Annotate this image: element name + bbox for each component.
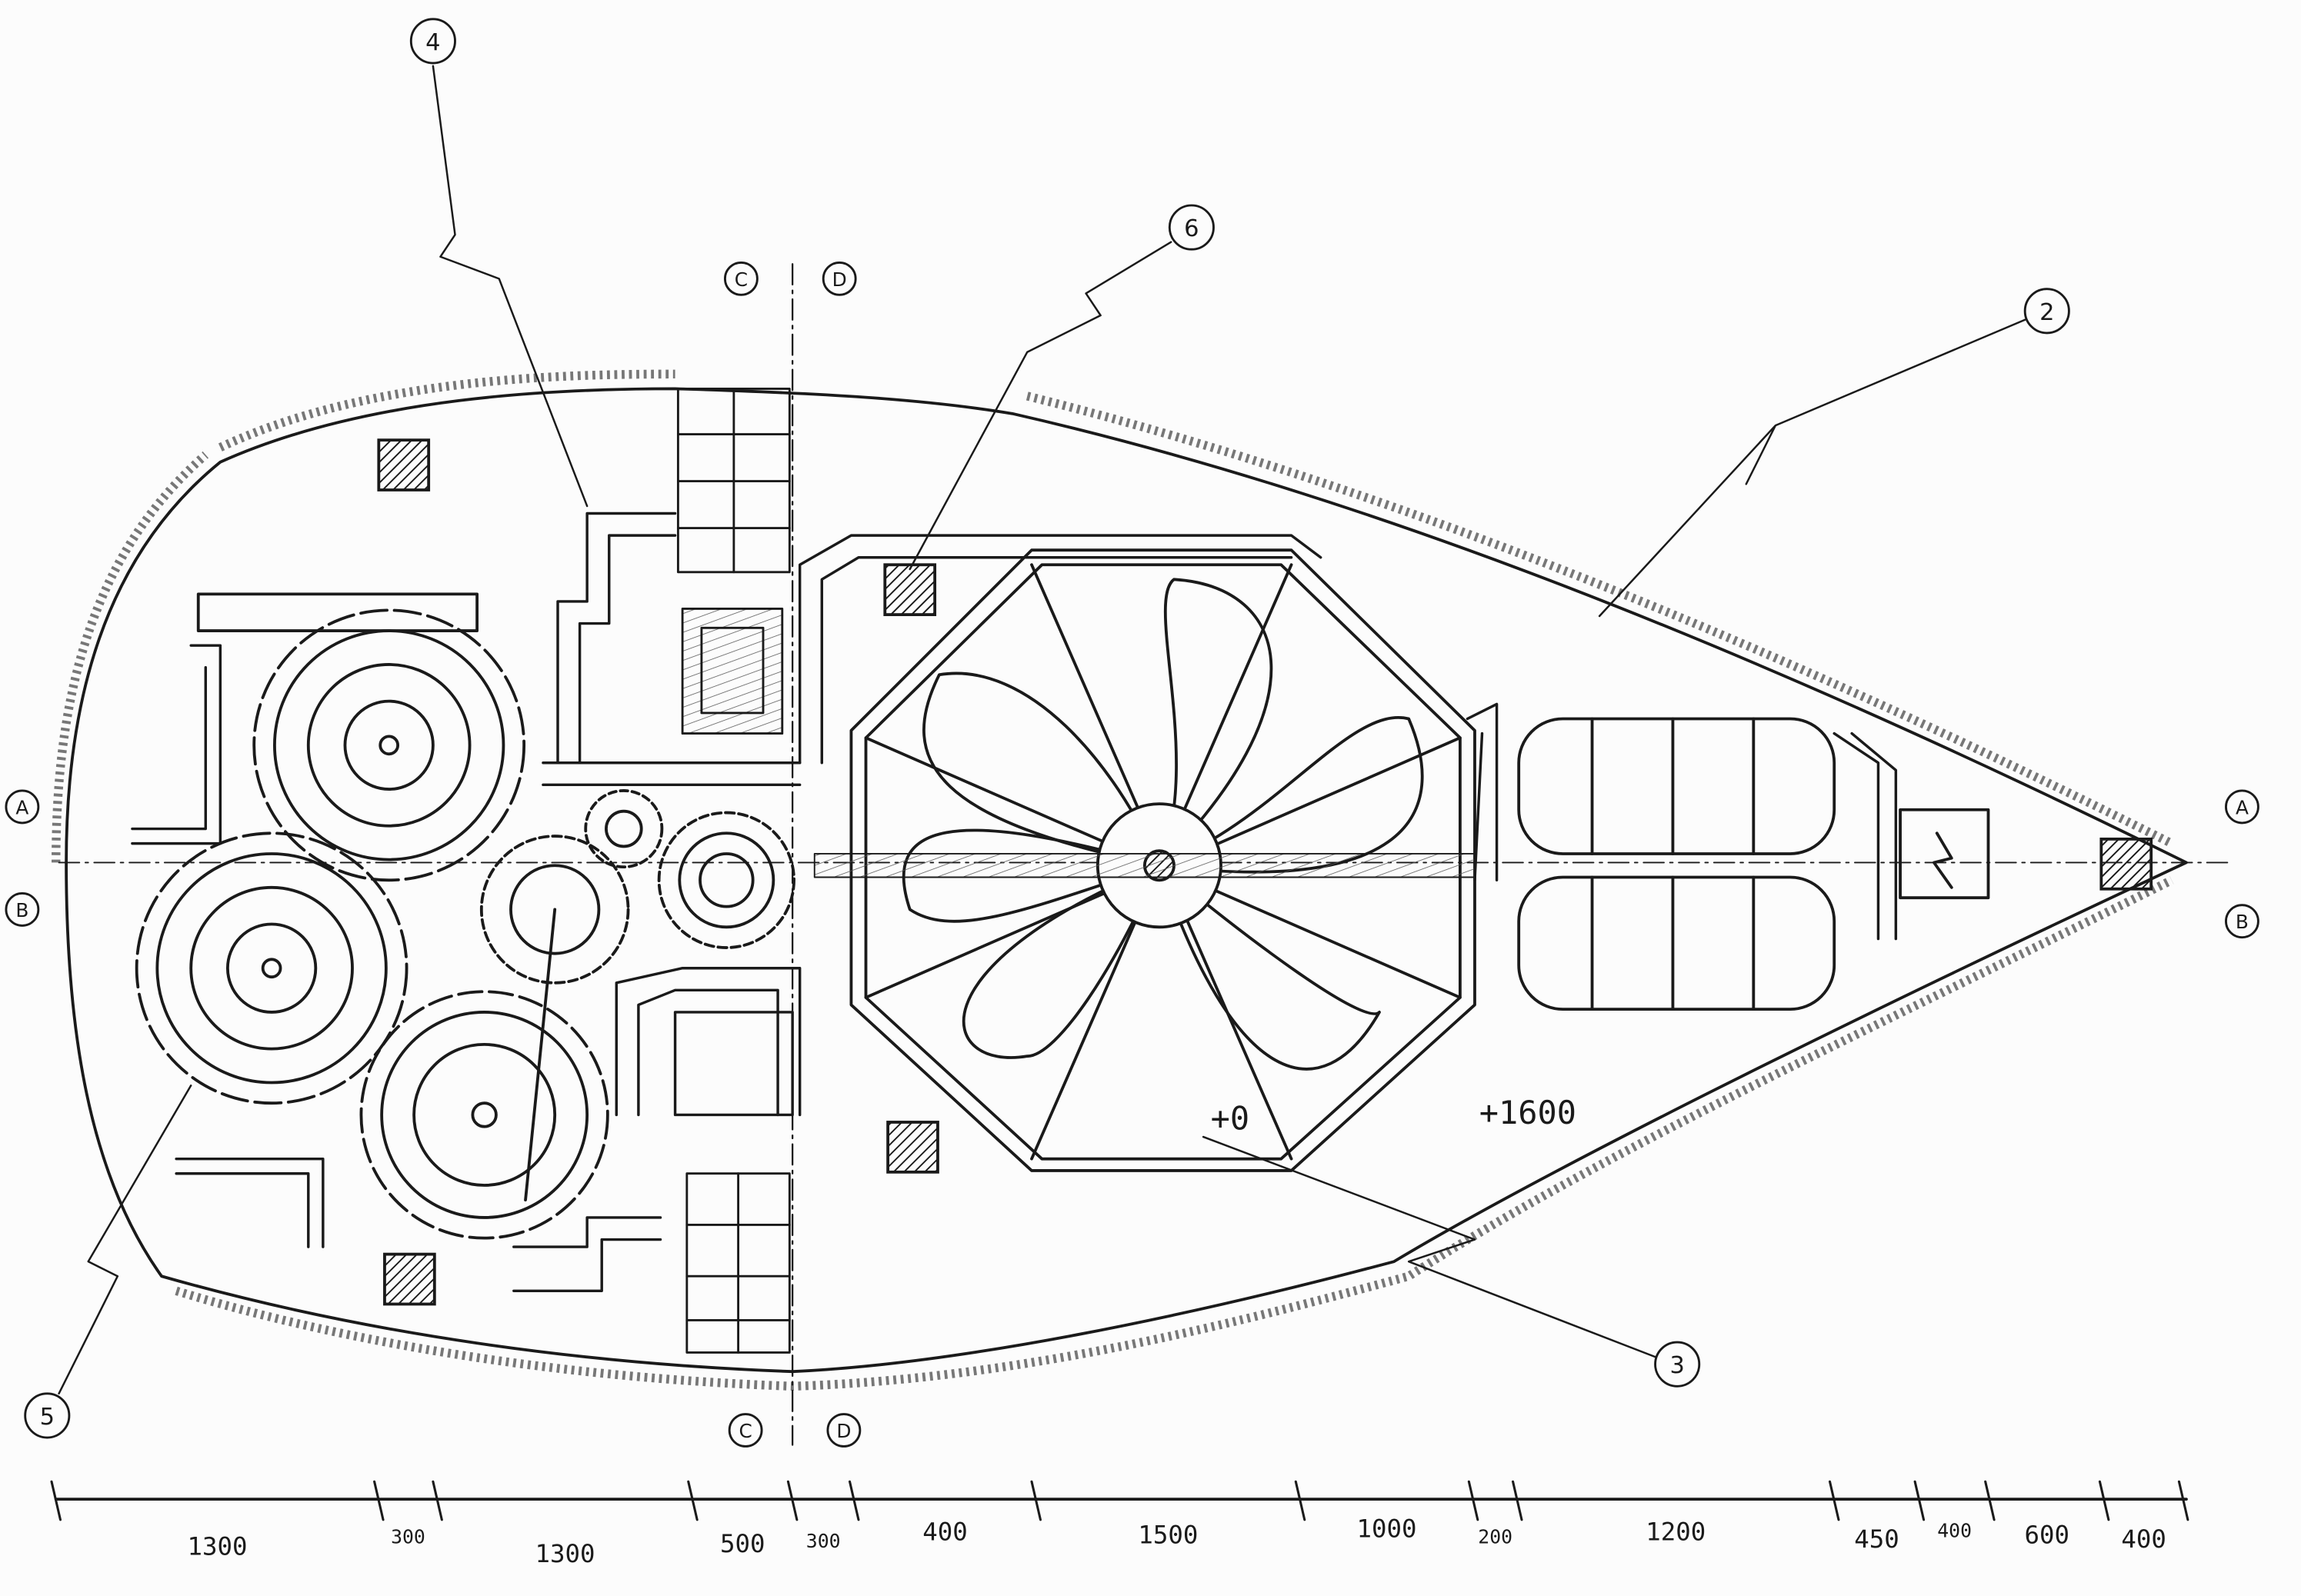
callout-4: 4	[409, 18, 589, 508]
marker-c-bottom: C	[728, 1413, 763, 1448]
dimension-tick	[1467, 1480, 1479, 1521]
svg-text:C: C	[735, 268, 748, 291]
dimension-label: 400	[922, 1518, 968, 1547]
dimension-tick	[432, 1480, 443, 1521]
dimension-tick	[2177, 1480, 2189, 1521]
dimension-tick	[1913, 1480, 1926, 1521]
svg-text:4: 4	[425, 29, 440, 56]
marker-a-right: A	[2225, 789, 2259, 825]
dimension-label: 1500	[1138, 1520, 1198, 1549]
svg-text:D: D	[832, 268, 847, 291]
dimension-tick	[50, 1480, 62, 1521]
dimension-label: 300	[391, 1525, 425, 1548]
dimension-tick	[1294, 1480, 1306, 1521]
section-markers: C D C D A B A B	[5, 261, 2259, 1448]
svg-text:C: C	[739, 1420, 752, 1442]
pipework	[131, 511, 1898, 1293]
dimension-label: 600	[2025, 1520, 2070, 1549]
callout-6: 6	[909, 204, 1215, 571]
dimension-line: 1300 300 1300 500 300 400 1500 1000 200 1200 450 40…	[50, 1480, 2189, 1568]
callout-2: 2	[1598, 288, 2070, 618]
svg-text:B: B	[2236, 911, 2249, 933]
marker-b-left: B	[5, 892, 40, 927]
dimension-tick	[687, 1480, 699, 1521]
structural-columns	[377, 438, 2153, 1306]
dimension-tick	[1030, 1480, 1042, 1521]
dimension-tick	[1984, 1480, 1996, 1521]
gear-assembly	[135, 592, 795, 1240]
floor-grate-bottom	[685, 1172, 791, 1354]
level-label-0: +0	[1211, 1100, 1250, 1138]
dimension-label: 1300	[188, 1532, 248, 1561]
callout-5: 5	[24, 1085, 192, 1439]
dimension-label: 1200	[1646, 1518, 1706, 1547]
marker-d-bottom: D	[826, 1413, 862, 1448]
dimension-label: 200	[1478, 1525, 1512, 1548]
level-label-1600: +1600	[1479, 1094, 1576, 1131]
dimension-tick	[2098, 1480, 2110, 1521]
dimension-tick	[849, 1480, 860, 1521]
fuel-tanks	[1517, 717, 1990, 1011]
marker-c-top: C	[723, 261, 759, 296]
callout-3: 3	[1202, 1135, 1701, 1388]
callouts: 4 6 2 3 5	[24, 18, 2070, 1439]
svg-text:A: A	[2236, 796, 2249, 818]
marker-d-top: D	[822, 261, 857, 296]
marker-a-left: A	[5, 789, 40, 825]
propeller-unit	[813, 548, 1476, 1172]
marker-b-right: B	[2225, 904, 2259, 939]
dimension-label: 400	[1937, 1520, 1972, 1542]
floor-grate-top	[676, 387, 791, 735]
dimension-label: 500	[720, 1529, 765, 1558]
svg-text:2: 2	[2039, 299, 2054, 326]
dimension-tick	[373, 1480, 385, 1521]
dimension-tick	[1828, 1480, 1840, 1521]
svg-text:6: 6	[1184, 215, 1199, 242]
dimension-tick	[1512, 1480, 1523, 1521]
svg-text:B: B	[15, 899, 28, 921]
svg-text:3: 3	[1669, 1352, 1684, 1379]
dimension-label: 1000	[1357, 1514, 1417, 1544]
svg-text:D: D	[836, 1420, 851, 1442]
dimension-label: 300	[806, 1530, 841, 1552]
dimension-label: 400	[2121, 1524, 2166, 1554]
dimension-tick	[786, 1480, 799, 1521]
svg-text:5: 5	[40, 1404, 55, 1431]
dimension-label: 450	[1854, 1524, 1899, 1554]
dimension-label: 1300	[535, 1539, 595, 1568]
svg-text:A: A	[15, 796, 28, 818]
